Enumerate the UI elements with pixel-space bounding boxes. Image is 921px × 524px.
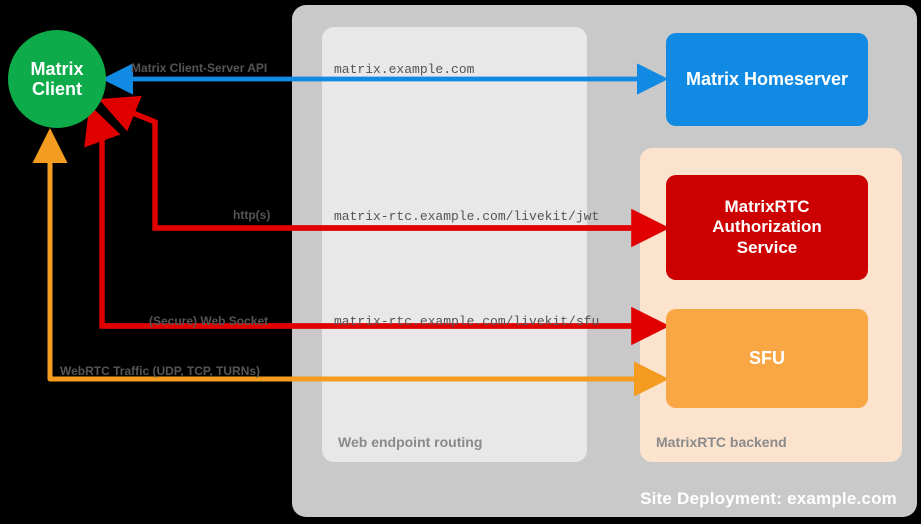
node-matrixrtc-authorization-service-label: MatrixRTC Authorization Service <box>712 197 822 257</box>
node-matrix-client[interactable]: Matrix Client <box>8 30 106 128</box>
endpoint-label-matrix-domain: matrix.example.com <box>334 62 475 77</box>
authsvc-line2: Authorization <box>712 217 822 237</box>
edge-label-web-socket: (Secure) Web Socket <box>149 314 269 328</box>
node-matrix-homeserver-label: Matrix Homeserver <box>685 68 849 89</box>
web-endpoint-routing-group: Web endpoint routing <box>322 27 587 462</box>
node-matrix-client-line1: Matrix <box>30 58 84 79</box>
endpoint-label-livekit-jwt: matrix-rtc.example.com/livekit/jwt <box>334 209 600 224</box>
node-sfu[interactable]: SFU <box>666 309 868 408</box>
edge-label-client-server-api: Matrix Client-Server API <box>131 61 268 75</box>
endpoint-label-livekit-sfu: matrix-rtc.example.com/livekit/sfu <box>334 314 600 329</box>
site-deployment-label: Site Deployment: example.com <box>640 489 897 508</box>
node-sfu-label: SFU <box>749 347 785 368</box>
edge-label-https: http(s) <box>233 208 271 222</box>
edge-label-webrtc-traffic: WebRTC Traffic (UDP, TCP, TURNs) <box>60 364 261 378</box>
node-matrixrtc-authorization-service[interactable]: MatrixRTC Authorization Service <box>666 175 868 280</box>
node-matrix-client-line2: Client <box>31 79 82 99</box>
authsvc-line1: MatrixRTC <box>724 197 810 217</box>
matrixrtc-backend-label: MatrixRTC backend <box>656 434 787 450</box>
node-matrix-client-label: Matrix Client <box>30 59 83 99</box>
node-matrix-homeserver[interactable]: Matrix Homeserver <box>666 33 868 126</box>
web-endpoint-routing-label: Web endpoint routing <box>338 434 483 450</box>
authsvc-line3: Service <box>736 237 798 257</box>
